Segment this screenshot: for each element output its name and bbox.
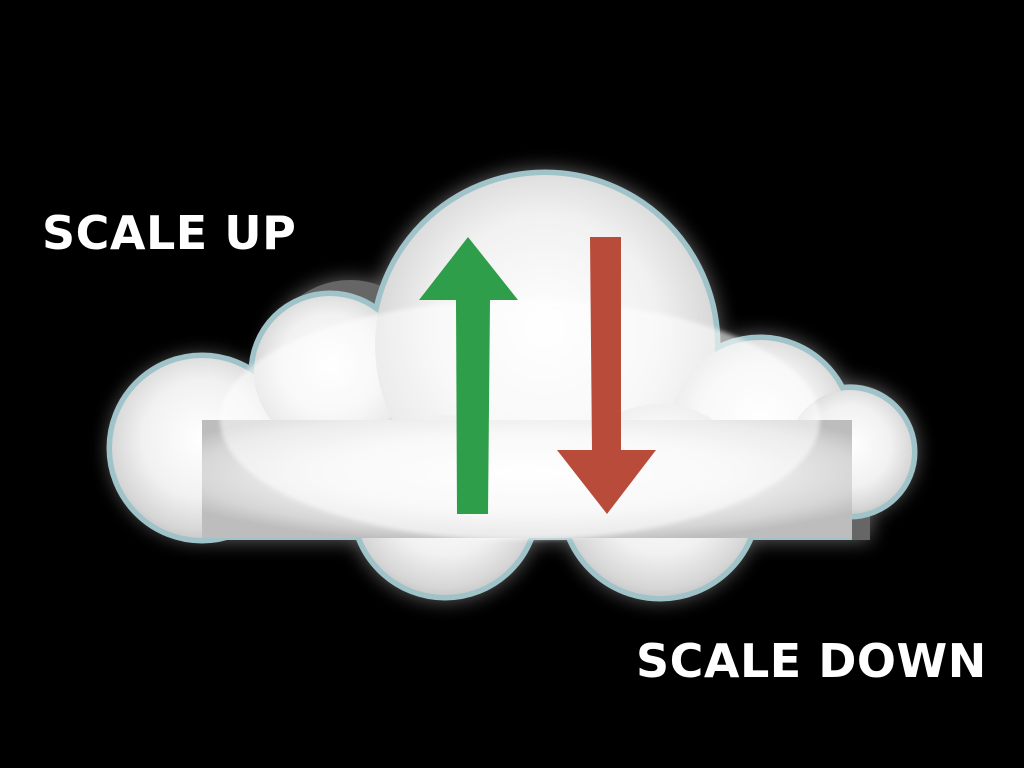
scale-down-label: SCALE DOWN: [636, 634, 987, 688]
scale-up-label: SCALE UP: [42, 206, 297, 260]
arrow-down-icon: [557, 237, 656, 514]
arrow-up-icon: [419, 237, 518, 514]
